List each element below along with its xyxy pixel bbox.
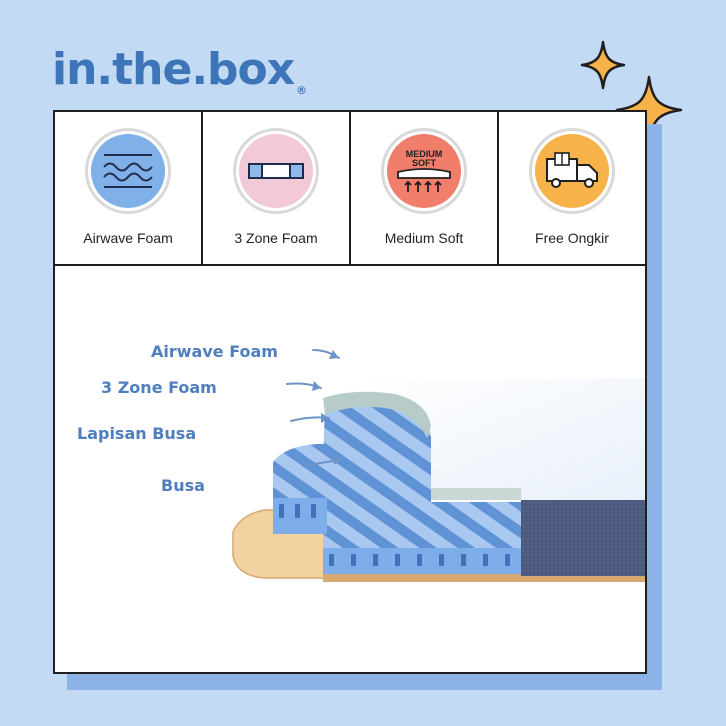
feature-badge: MEDIUM SOFT xyxy=(381,128,467,214)
layer-label-busa: Busa xyxy=(161,476,205,495)
medium-soft-icon: MEDIUM SOFT xyxy=(397,149,451,192)
feature-label: 3 Zone Foam xyxy=(234,230,318,246)
layer-label-airwave-foam: Airwave Foam xyxy=(151,342,278,361)
feature-medium-soft: MEDIUM SOFT Medium Soft xyxy=(351,112,499,264)
feature-free-ongkir: Free Ongkir xyxy=(499,112,645,264)
logo: in.the.box xyxy=(52,44,295,95)
feature-badge xyxy=(85,128,171,214)
mattress-layer-diagram: Airwave Foam 3 Zone Foam Lapisan Busa Bu… xyxy=(55,266,645,672)
feature-label: Medium Soft xyxy=(384,230,464,246)
feature-label: Free Ongkir xyxy=(535,230,609,246)
layer-label-3-zone-foam: 3 Zone Foam xyxy=(101,378,217,397)
mattress-illustration xyxy=(232,349,645,582)
feature-airwave: Airwave Foam xyxy=(55,112,203,264)
product-card: Airwave Foam 3 Zone Foam xyxy=(53,110,647,674)
feature-badge xyxy=(233,128,319,214)
sparkle-small-icon xyxy=(580,40,626,90)
registered-mark: ® xyxy=(296,84,307,97)
zone-foam-icon xyxy=(248,163,304,179)
layer-label-lapisan-busa: Lapisan Busa xyxy=(77,424,197,443)
medium-text: MEDIUM xyxy=(406,149,443,159)
delivery-truck-icon xyxy=(546,152,598,188)
feature-3-zone: 3 Zone Foam xyxy=(203,112,351,264)
feature-label: Airwave Foam xyxy=(83,230,173,246)
airwave-icon xyxy=(103,154,153,188)
soft-text: SOFT xyxy=(412,158,437,168)
feature-badge xyxy=(529,128,615,214)
feature-row: Airwave Foam 3 Zone Foam xyxy=(55,112,645,266)
